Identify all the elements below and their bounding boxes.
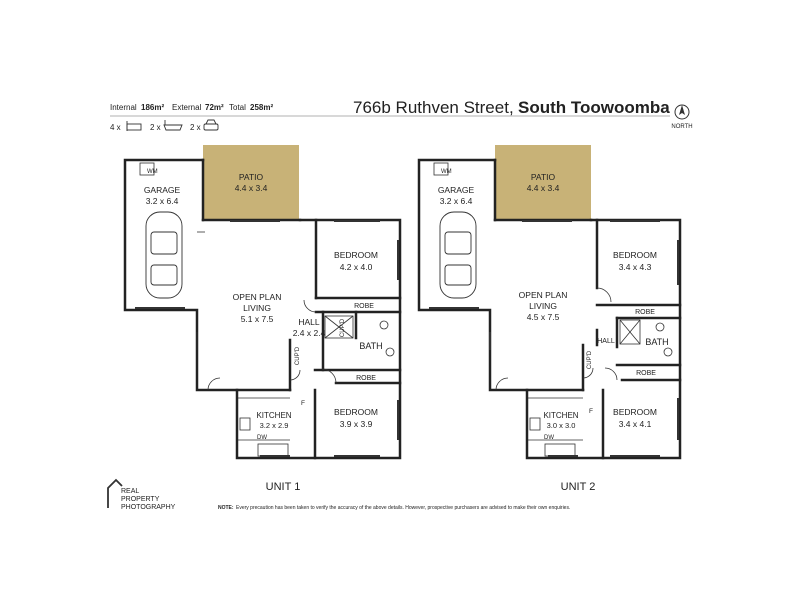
unit-1-garage-name: GARAGE (144, 185, 181, 195)
logo-line-1: REAL (121, 488, 139, 495)
note-text: Every precaution has been taken to verif… (236, 505, 570, 511)
unit-2-kitchen-name: KITCHEN (543, 411, 578, 420)
address-street: 766b Ruthven Street, (353, 98, 514, 117)
unit-2-plan: WM GARAGE 3.2 x 6.4 PATIO 4.4 x 3.4 OPEN… (417, 145, 682, 493)
unit-2-living-name-1: OPEN PLAN (519, 290, 568, 300)
unit-1-bed2-size: 3.9 x 3.9 (340, 419, 373, 429)
total-label: Total (229, 103, 246, 112)
unit-1-dishwasher: DW (257, 435, 267, 441)
unit-1-patio-size: 4.4 x 3.4 (235, 183, 268, 193)
internal-label: Internal (110, 103, 137, 112)
unit-2-fridge: F (589, 408, 593, 415)
unit-2-living-name-2: LIVING (529, 301, 557, 311)
logo-line-3: PHOTOGRAPHY (121, 504, 176, 511)
unit-2-patio-name: PATIO (531, 172, 556, 182)
unit-1-plan: WM GARAGE 3.2 x 6.4 PATIO 4.4 x 3.4 OPEN… (123, 145, 402, 493)
unit-2-garage-name: GARAGE (438, 185, 475, 195)
unit-2-bed1-name: BEDROOM (613, 250, 657, 260)
unit-1-living-name-2: LIVING (243, 303, 271, 313)
note-label: NOTE: (218, 505, 234, 511)
unit-1-robe-2: ROBE (356, 375, 376, 382)
rpp-logo-icon (107, 478, 123, 508)
external-value: 72m² (205, 103, 224, 112)
unit-1-bed2-name: BEDROOM (334, 407, 378, 417)
unit-1-cupd-1: CUP'D (340, 318, 346, 337)
unit-1-cupd-2: CUP'D (295, 346, 301, 365)
address-suburb: South Toowoomba (518, 98, 670, 117)
unit-2-dishwasher: DW (544, 435, 554, 441)
north-arrow-icon (674, 104, 690, 120)
unit-1-title: UNIT 1 (266, 481, 301, 493)
unit-2-bed2-size: 3.4 x 4.1 (619, 419, 652, 429)
unit-1-hall-name: HALL (298, 317, 320, 327)
unit-1-kitchen-size: 3.2 x 2.9 (260, 421, 289, 430)
logo-line-2: PROPERTY (121, 496, 160, 503)
total-value: 258m² (250, 103, 273, 112)
external-label: External (172, 103, 202, 112)
unit-2-bed1-size: 3.4 x 4.3 (619, 262, 652, 272)
unit-2-bath: BATH (645, 337, 668, 347)
unit-1-car-icon (145, 211, 183, 299)
unit-1-bed1-name: BEDROOM (334, 250, 378, 260)
car-icon (203, 119, 219, 131)
unit-2-hall-name: HALL (597, 338, 615, 345)
unit-1-living-name-1: OPEN PLAN (233, 292, 282, 302)
unit-2-patio-size: 4.4 x 3.4 (527, 183, 560, 193)
unit-2-robe-2: ROBE (636, 370, 656, 377)
unit-1-wm: WM (147, 169, 158, 175)
unit-1-bath: BATH (359, 341, 382, 351)
unit-2-robe-1: ROBE (635, 309, 655, 316)
unit-1-kitchen-name: KITCHEN (256, 411, 291, 420)
unit-2-title: UNIT 2 (561, 481, 596, 493)
cars-count: 2 x (190, 123, 201, 132)
unit-1-fridge: F (301, 400, 305, 407)
unit-2-bed2-name: BEDROOM (613, 407, 657, 417)
bed-icon (126, 121, 142, 131)
unit-1-hall-size: 2.4 x 2.4 (293, 328, 326, 338)
bath-icon (163, 120, 183, 131)
unit-2-kitchen-size: 3.0 x 3.0 (547, 421, 576, 430)
baths-count: 2 x (150, 123, 161, 132)
unit-1-bed1-size: 4.2 x 4.0 (340, 262, 373, 272)
unit-2-living-size: 4.5 x 7.5 (527, 312, 560, 322)
north-label: NORTH (671, 124, 692, 130)
unit-2-cupd: CUP'D (587, 350, 593, 369)
unit-2-patio (495, 145, 591, 221)
beds-count: 4 x (110, 123, 121, 132)
unit-1-living-size: 5.1 x 7.5 (241, 314, 274, 324)
unit-1-patio (203, 145, 299, 221)
unit-1-garage-size: 3.2 x 6.4 (146, 196, 179, 206)
unit-2-garage-size: 3.2 x 6.4 (440, 196, 473, 206)
unit-1-patio-name: PATIO (239, 172, 264, 182)
unit-2-wm: WM (441, 169, 452, 175)
unit-1-robe-1: ROBE (354, 303, 374, 310)
internal-value: 186m² (141, 103, 164, 112)
unit-2-car-icon (439, 211, 477, 299)
